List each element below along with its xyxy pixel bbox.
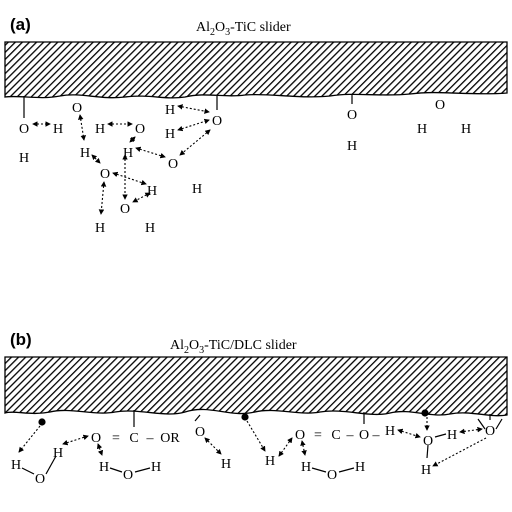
hydrogen-bonds-a <box>32 104 211 215</box>
atom-label: = <box>112 431 120 446</box>
hydrogen-bonds-b <box>18 417 487 467</box>
atom-label: H <box>165 127 175 142</box>
atom-label: H <box>385 424 395 439</box>
atom-label: H <box>417 122 427 137</box>
atom-label: O <box>485 424 495 439</box>
panel-b: (b) Al2O3-TiC/DLC slider <box>4 330 508 487</box>
atom-label: O <box>123 468 133 483</box>
atom-label: H <box>145 221 155 236</box>
atom-label: H <box>265 454 275 469</box>
atom-label: H <box>99 460 109 475</box>
atom-label: O <box>359 428 369 443</box>
atom-label: O <box>120 202 130 217</box>
atom-label: H <box>355 460 365 475</box>
atom-label: H <box>151 460 161 475</box>
atom-label: H <box>461 122 471 137</box>
atom-label: O <box>135 122 145 137</box>
atom-label: O <box>423 434 433 449</box>
atom-label: C <box>129 431 138 446</box>
atom-label: H <box>347 139 357 154</box>
atom-label: O <box>327 468 337 483</box>
atom-label: H <box>11 458 21 473</box>
atom-label: = <box>314 428 322 443</box>
atom-label: O <box>195 425 205 440</box>
atom-label: H <box>95 221 105 236</box>
atom-label: – <box>146 431 155 446</box>
atom-label: O <box>212 114 222 129</box>
atom-label: H <box>53 446 63 461</box>
atom-label: H <box>165 103 175 118</box>
slider-surface-a <box>4 41 508 99</box>
panel-a-caption: Al2O3-TiC slider <box>196 20 291 38</box>
atom-label: – <box>346 428 355 443</box>
atom-label: H <box>53 122 63 137</box>
slider-surface-b <box>4 356 508 417</box>
atom-label: H <box>301 460 311 475</box>
atom-label: O <box>19 122 29 137</box>
atom-label: H <box>95 122 105 137</box>
dangling-bond-dot <box>421 409 429 417</box>
atom-label: H <box>421 463 431 478</box>
dangling-bond-dot <box>241 413 249 421</box>
atom-label: – <box>372 428 381 443</box>
atom-label: O <box>91 431 101 446</box>
panel-a-label: (a) <box>10 15 31 34</box>
atom-label: H <box>123 146 133 161</box>
panel-b-label: (b) <box>10 330 32 349</box>
atom-label: O <box>100 167 110 182</box>
atom-label: H <box>19 151 29 166</box>
atom-label: OR <box>160 431 180 446</box>
atom-label: H <box>80 146 90 161</box>
atom-label: O <box>35 472 45 487</box>
atom-label: O <box>435 98 445 113</box>
atom-label: H <box>221 457 231 472</box>
atom-label: O <box>72 101 82 116</box>
atom-label: H <box>447 428 457 443</box>
atom-label: C <box>331 428 340 443</box>
atom-label: O <box>168 157 178 172</box>
dangling-bond-dot <box>38 418 46 426</box>
atom-label: O <box>295 428 305 443</box>
atom-label: O <box>347 108 357 123</box>
panel-b-caption: Al2O3-TiC/DLC slider <box>170 338 297 356</box>
atom-label: H <box>147 184 157 199</box>
atom-label: H <box>192 182 202 197</box>
